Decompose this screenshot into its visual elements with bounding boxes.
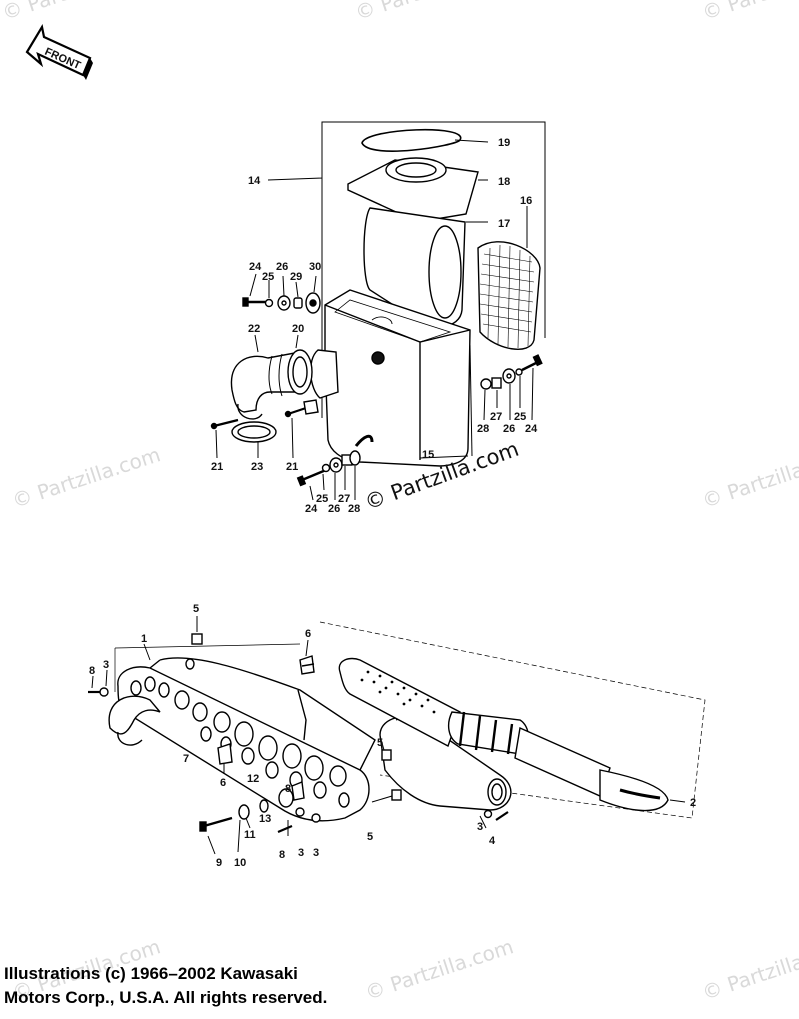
callout-label: 3 [477,821,483,833]
callout-label: 6 [220,777,226,789]
muffler-assembly [88,616,706,855]
callout-label: 6 [305,628,311,640]
muffler-callouts: 5 6 1 8 3 7 6 12 13 8 11 9 10 8 3 3 5 5 … [89,603,696,869]
callout-label: 11 [244,829,256,841]
watermark: © Partzilla.com [0,0,153,25]
air-cleaner-assembly [210,121,546,501]
callout-label: 21 [286,461,298,473]
watermark: © Partzilla.com [9,442,163,513]
watermark: © Partzilla.com [352,0,506,25]
callout-label: 9 [216,857,222,869]
callout-label: 28 [348,503,360,515]
callout-label: 25 [514,411,526,423]
callout-label: 26 [503,423,515,435]
callout-label: 5 [377,737,383,749]
callout-label: 7 [183,753,189,765]
callout-label: 3 [298,847,304,859]
callout-label: 26 [276,261,288,273]
callout-label: 25 [262,271,274,283]
callout-label: 26 [328,503,340,515]
callout-label: 16 [520,195,532,207]
callout-label: 4 [489,835,496,847]
callout-label: 24 [525,423,538,435]
callout-label: 8 [279,849,285,861]
front-arrow-icon: FRONT [25,23,93,80]
callout-label: 17 [498,218,510,230]
copyright-line: Illustrations (c) 1966–2002 Kawasaki [4,964,298,983]
callout-label: 3 [103,659,109,671]
air-cleaner-callouts: 14 19 18 17 16 24 25 26 29 30 22 20 21 2… [211,137,538,515]
callout-label: 24 [305,503,318,515]
callout-label: 18 [498,176,510,188]
callout-label: 5 [367,831,373,843]
callout-label: 12 [247,773,259,785]
callout-label: 2 [690,797,696,809]
callout-label: 24 [249,261,262,273]
callout-label: 27 [338,493,350,505]
callout-label: 10 [234,857,246,869]
callout-label: 3 [313,847,319,859]
watermark: © Partzilla.com [699,0,799,25]
callout-label: 14 [248,175,261,187]
callout-label: 30 [309,261,321,273]
callout-label: 27 [490,411,502,423]
callout-label: 8 [285,783,291,795]
callout-label: 25 [316,493,328,505]
callout-label: 15 [422,449,434,461]
callout-label: 28 [477,423,489,435]
callout-label: 1 [141,633,147,645]
copyright-notice: Illustrations (c) 1966–2002 Kawasaki Mot… [4,962,564,1010]
callout-label: 20 [292,323,304,335]
callout-label: 29 [290,271,302,283]
callout-label: 23 [251,461,263,473]
callout-label: 21 [211,461,223,473]
watermark: © Partzilla.com [699,442,799,513]
callout-label: 19 [498,137,510,149]
callout-label: 13 [259,813,271,825]
callout-label: 5 [193,603,199,615]
watermark: © Partzilla.com [699,934,799,1005]
copyright-line: Motors Corp., U.S.A. All rights reserved… [4,988,328,1007]
callout-label: 22 [248,323,260,335]
callout-label: 8 [89,665,95,677]
